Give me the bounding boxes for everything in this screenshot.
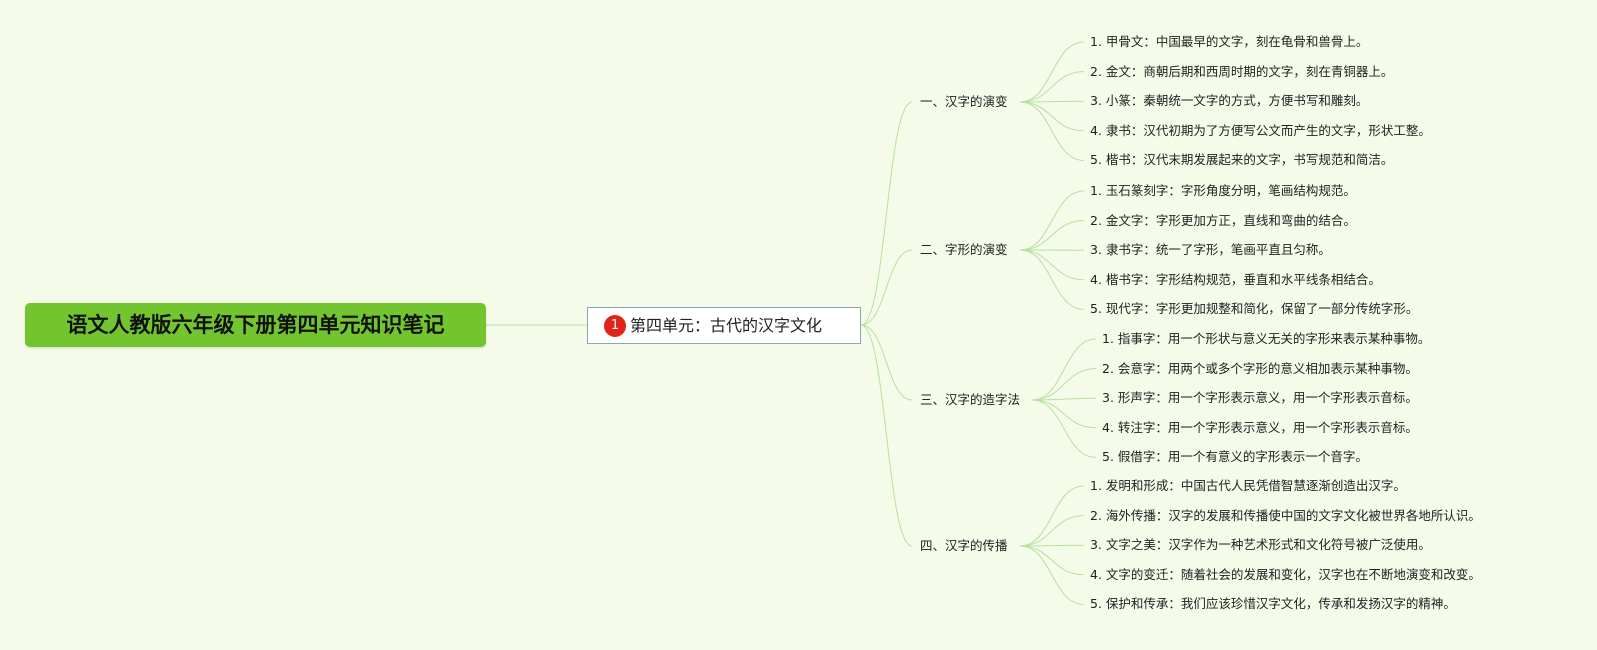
leaf-topic[interactable]: 4. 转注字：用一个字形表示意义，用一个字形表示音标。 [1102, 419, 1418, 435]
leaf-topic[interactable]: 2. 金文：商朝后期和西周时期的文字，刻在青铜器上。 [1090, 63, 1394, 79]
leaf-connector-line [1031, 399, 1097, 458]
leaf-connector-line [1019, 545, 1085, 605]
leaf-connector-line [1031, 397, 1097, 401]
leaf-topic[interactable]: 3. 隶书字：统一了字形，笔画平直且匀称。 [1090, 242, 1331, 258]
leaf-connector-line [1019, 101, 1085, 161]
leaf-connector-line [1031, 399, 1097, 429]
leaf-connector-line [1019, 190, 1085, 251]
leaf-connector-line [1019, 41, 1085, 103]
leaf-connector-line [1031, 338, 1097, 401]
leaf-topic[interactable]: 3. 形声字：用一个字形表示意义，用一个字形表示音标。 [1102, 390, 1418, 406]
leaf-connector-line [1019, 249, 1085, 310]
branch-connector-line [860, 249, 913, 326]
main-topic[interactable]: 1 第四单元：古代的汉字文化 [587, 307, 861, 344]
branch-connector-line [860, 101, 913, 326]
main-topic-label: 第四单元：古代的汉字文化 [630, 316, 823, 335]
priority-badge-icon: 1 [604, 315, 626, 337]
leaf-connector-line [1019, 71, 1085, 103]
leaf-topic[interactable]: 2. 金文字：字形更加方正，直线和弯曲的结合。 [1090, 212, 1356, 228]
branch-topic-glyph-evolution[interactable]: 二、字形的演变 [920, 242, 1008, 257]
leaf-topic[interactable]: 5. 假借字：用一个有意义的字形表示一个音字。 [1102, 449, 1368, 465]
leaf-topic[interactable]: 4. 楷书字：字形结构规范，垂直和水平线条相结合。 [1090, 271, 1381, 287]
leaf-topic[interactable]: 4. 文字的变迁：随着社会的发展和变化，汉字也在不断地演变和改变。 [1090, 566, 1481, 582]
leaf-connector-line [1019, 545, 1085, 576]
branch-connector-line [860, 324, 913, 547]
leaf-connector-line [1019, 101, 1085, 132]
leaf-connector-line [1019, 100, 1085, 103]
leaf-topic[interactable]: 5. 保护和传承：我们应该珍惜汉字文化，传承和发扬汉字的精神。 [1090, 596, 1456, 612]
leaf-connector-line [1019, 515, 1085, 547]
leaf-topic[interactable]: 2. 会意字：用两个或多个字形的意义相加表示某种事物。 [1102, 360, 1418, 376]
leaf-connector-line [1019, 249, 1085, 281]
leaf-topic[interactable]: 1. 发明和形成：中国古代人民凭借智慧逐渐创造出汉字。 [1090, 478, 1406, 493]
root-topic[interactable]: 语文人教版六年级下册第四单元知识笔记 [25, 303, 486, 347]
leaf-topic[interactable]: 3. 文字之美：汉字作为一种艺术形式和文化符号被广泛使用。 [1090, 537, 1431, 553]
leaf-topic[interactable]: 5. 现代字：字形更加规整和简化，保留了一部分传统字形。 [1090, 301, 1419, 317]
leaf-connector-line [1019, 544, 1085, 547]
branch-connector-line [860, 324, 913, 401]
branch-topic-evolution[interactable]: 一、汉字的演变 [920, 94, 1008, 109]
leaf-topic[interactable]: 2. 海外传播：汉字的发展和传播使中国的文字文化被世界各地所认识。 [1090, 507, 1481, 523]
leaf-topic[interactable]: 1. 指事字：用一个形状与意义无关的字形来表示某种事物。 [1102, 331, 1431, 346]
leaf-topic[interactable]: 5. 楷书：汉代末期发展起来的文字，书写规范和简洁。 [1090, 152, 1394, 168]
branch-topic-spread[interactable]: 四、汉字的传播 [920, 538, 1008, 553]
leaf-topic[interactable]: 1. 玉石篆刻字：字形角度分明，笔画结构规范。 [1090, 183, 1356, 198]
branch-topic-formation[interactable]: 三、汉字的造字法 [920, 392, 1021, 407]
leaf-connector-line [1019, 220, 1085, 251]
leaf-topic[interactable]: 1. 甲骨文：中国最早的文字，刻在龟骨和兽骨上。 [1090, 34, 1369, 49]
leaf-topic[interactable]: 4. 隶书：汉代初期为了方便写公文而产生的文字，形状工整。 [1090, 122, 1431, 138]
leaf-topic[interactable]: 3. 小篆：秦朝统一文字的方式，方便书写和雕刻。 [1090, 93, 1369, 109]
leaf-connector-line [1031, 368, 1097, 401]
leaf-connector-line [1019, 485, 1085, 547]
